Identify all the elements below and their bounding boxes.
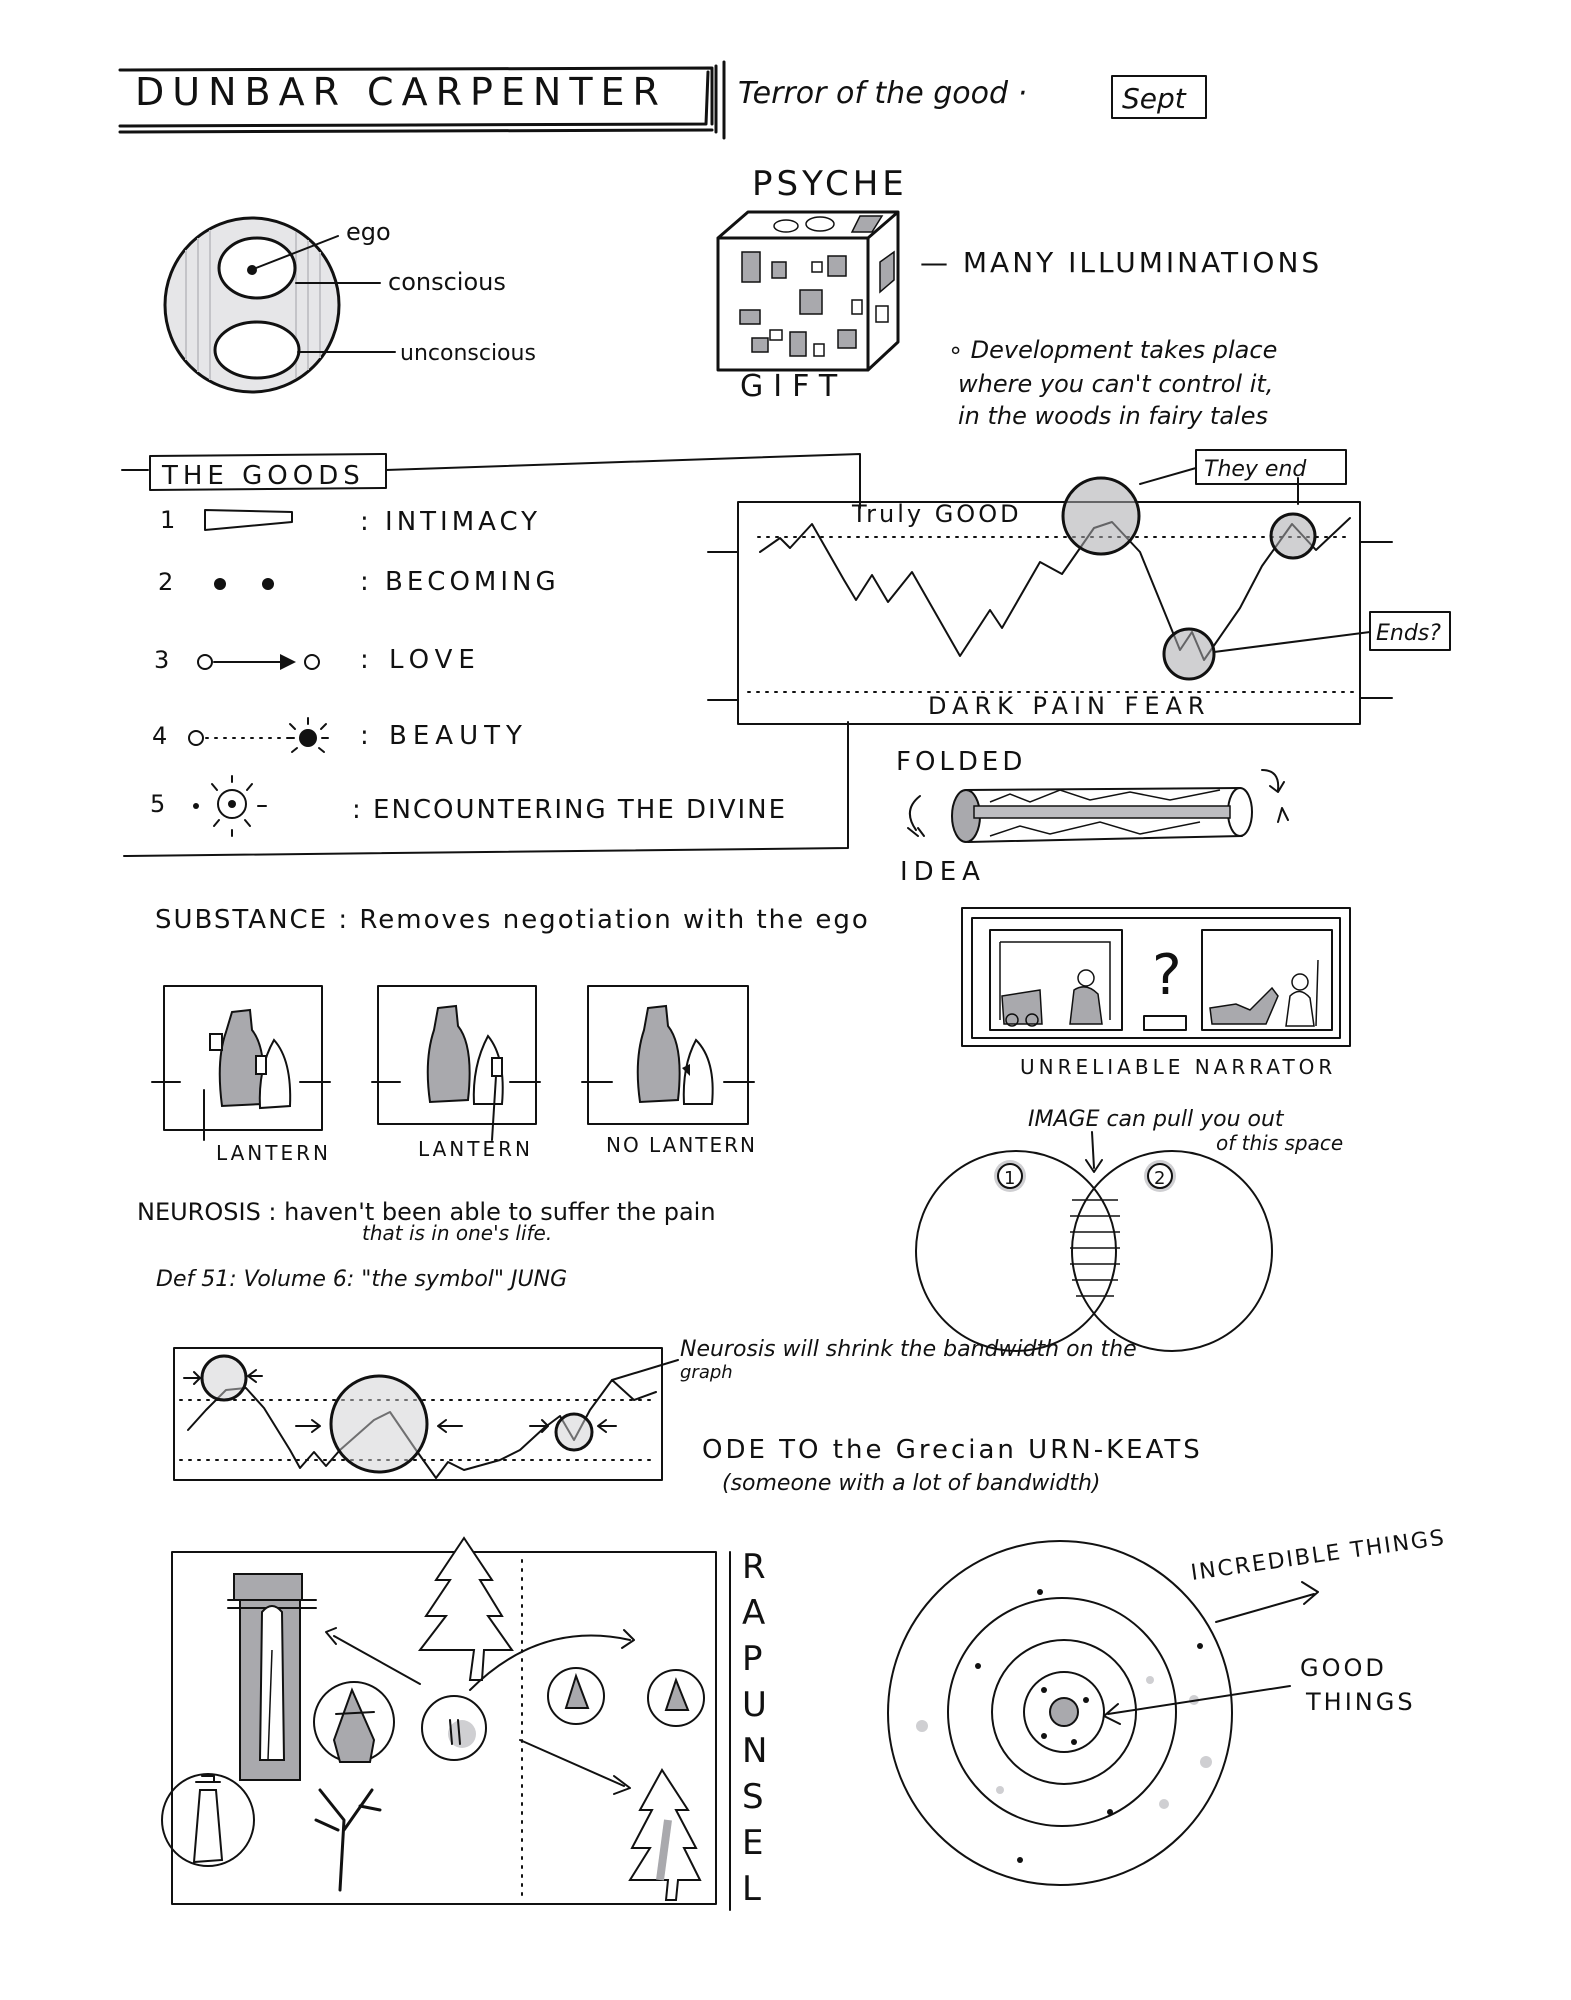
narrator-label: UNRELIABLE NARRATOR xyxy=(1020,1055,1336,1079)
target-diagram: INCREDIBLE THINGS GOOD THINGS xyxy=(887,1525,1447,1886)
goods-label-2: : BECOMING xyxy=(360,567,560,597)
psyche-diagram: ego conscious unconscious xyxy=(163,216,536,394)
label-ego: ego xyxy=(346,218,391,246)
month-label: Sept xyxy=(1122,82,1187,115)
folded-label: FOLDED xyxy=(896,747,1026,777)
development-line-3: in the woods in fairy tales xyxy=(958,402,1268,430)
label-conscious: conscious xyxy=(388,268,506,296)
bandwidth-note-line-2: graph xyxy=(680,1362,733,1383)
narrator-section: ? UNRELIABLE NARRATOR xyxy=(961,907,1351,1079)
substance-section: SUBSTANCE : Removes negotiation with the… xyxy=(151,905,870,1165)
graph-bottom-label: DARK PAIN FEAR xyxy=(928,692,1211,720)
substance-panel-3: NO LANTERN xyxy=(581,985,757,1157)
rapunzel-letter: N xyxy=(742,1731,767,1771)
page-title: Terror of the good · xyxy=(738,76,1027,111)
ode-section: ODE TO the Grecian URN-KEATS (someone wi… xyxy=(702,1435,1203,1496)
rapunzel-letter: S xyxy=(742,1777,764,1817)
panel-1-label: LANTERN xyxy=(216,1141,331,1165)
substance-line: SUBSTANCE : Removes negotiation with the… xyxy=(155,905,870,935)
graph-top-label: Truly GOOD xyxy=(851,500,1022,528)
author-name: DUNBAR CARPENTER xyxy=(135,70,667,114)
target-inner-label-2: THINGS xyxy=(1305,1688,1416,1716)
rapunzel-letter: A xyxy=(742,1593,765,1633)
rapunzel-letter: R xyxy=(742,1547,766,1587)
image-note-line-1: IMAGE can pull you out xyxy=(1028,1107,1285,1132)
neurosis-section: NEUROSIS : haven't been able to suffer t… xyxy=(137,1198,716,1292)
psyche-cube: PSYCHE GIFT — MANY ILLUMINATIONS xyxy=(716,164,1322,404)
good-graph: Truly GOOD DARK PAIN FEAR They end Ends? xyxy=(707,449,1451,725)
rapunzel-letter: U xyxy=(742,1685,767,1725)
goods-label-3: : LOVE xyxy=(360,645,481,675)
development-note: ∘ Development takes place where you can'… xyxy=(948,336,1277,430)
rapunzel-letters: R A P U N S E L xyxy=(742,1547,767,1909)
substance-panel-1: LANTERN xyxy=(151,985,331,1165)
development-line-1: ∘ Development takes place xyxy=(948,336,1277,364)
neurosis-line-2: that is in one's life. xyxy=(362,1221,552,1245)
jung-reference: Def 51: Volume 6: "the symbol" JUNG xyxy=(156,1267,567,1292)
panel-3-label: NO LANTERN xyxy=(606,1133,757,1157)
bandwidth-note-line-1: Neurosis will shrink the bandwidth on th… xyxy=(680,1337,1137,1362)
callout-they-end: They end xyxy=(1204,457,1307,482)
goods-section: THE GOODS 1 : INTIMACY 2 : BECOMING 3 : … xyxy=(121,453,861,857)
goods-label-5: : ENCOUNTERING THE DIVINE xyxy=(352,795,787,825)
idea-label: IDEA xyxy=(900,857,986,887)
image-note-line-2: of this space xyxy=(1216,1131,1343,1155)
target-outer-label: INCREDIBLE THINGS xyxy=(1189,1525,1447,1586)
goods-number-3: 3 xyxy=(154,646,169,674)
ode-line-1: ODE TO the Grecian URN-KEATS xyxy=(702,1435,1203,1465)
venn-label-1: 1 xyxy=(1004,1168,1015,1189)
rapunzel-letter: E xyxy=(742,1823,763,1863)
goods-number-2: 2 xyxy=(158,568,173,596)
cube-side-label: — MANY ILLUMINATIONS xyxy=(920,246,1322,279)
rapunzel-letter: P xyxy=(742,1639,763,1679)
goods-label-4: : BEAUTY xyxy=(360,721,528,751)
rapunzel-section: R A P U N S E L xyxy=(161,1536,767,1911)
goods-number-1: 1 xyxy=(160,506,175,534)
callout-ends: Ends? xyxy=(1376,621,1441,646)
cube-bottom-label: GIFT xyxy=(740,369,847,404)
development-line-2: where you can't control it, xyxy=(958,370,1273,398)
goods-number-5: 5 xyxy=(150,790,165,818)
substance-panel-2: LANTERN xyxy=(371,985,541,1161)
folded-idea: FOLDED IDEA xyxy=(896,747,1289,887)
goods-number-4: 4 xyxy=(152,722,167,750)
ode-line-2: (someone with a lot of bandwidth) xyxy=(722,1471,1101,1496)
panel-2-label: LANTERN xyxy=(418,1137,533,1161)
goods-label-1: : INTIMACY xyxy=(360,507,541,537)
rapunzel-letter: L xyxy=(742,1869,761,1909)
neurosis-line-1: NEUROSIS : haven't been able to suffer t… xyxy=(137,1198,716,1226)
target-inner-label-1: GOOD xyxy=(1300,1654,1387,1682)
goods-heading: THE GOODS xyxy=(161,461,365,491)
header: DUNBAR CARPENTER Terror of the good · Se… xyxy=(118,60,1207,140)
venn-label-2: 2 xyxy=(1154,1168,1165,1189)
image-venn: IMAGE can pull you out of this space 1 2 xyxy=(915,1107,1343,1352)
bandwidth-graph: Neurosis will shrink the bandwidth on th… xyxy=(173,1337,1137,1481)
label-unconscious: unconscious xyxy=(400,341,536,366)
cube-title: PSYCHE xyxy=(752,164,908,204)
narrator-question-mark: ? xyxy=(1152,943,1182,1008)
